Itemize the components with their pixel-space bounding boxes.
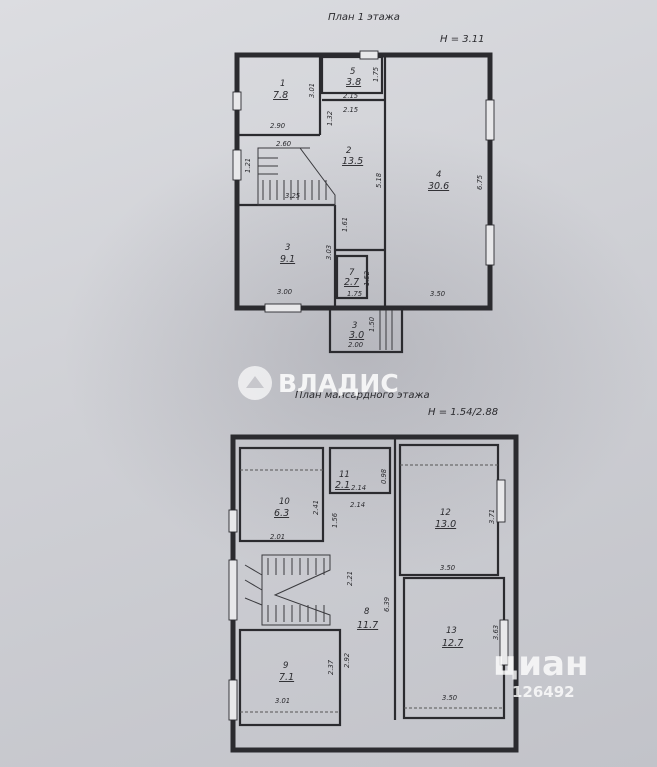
- plan2-room-13-area: 12.7: [442, 638, 463, 649]
- plan2-room-8-area: 11.7: [357, 620, 378, 631]
- plan-first-floor: План 1 этажа H = 3.11: [232, 12, 495, 354]
- plan1-room-3-num: 3: [285, 243, 290, 253]
- plan2-dim: 2.01: [270, 533, 285, 541]
- plan1-dim: 2.00: [348, 341, 363, 349]
- plan-attic-floor: План мансардного этажа H = 1.54/2.88: [228, 390, 519, 753]
- plan2-dim: 3.71: [488, 509, 496, 524]
- vladis-house-icon: [246, 376, 264, 388]
- plan2-room-12-num: 12: [440, 508, 451, 518]
- plan1-room-3-area: 9.1: [280, 254, 295, 265]
- plan1-title: План 1 этажа: [328, 12, 400, 23]
- plan1-dim: 1.21: [244, 158, 252, 173]
- plan2-room-9-num: 9: [283, 661, 288, 671]
- cian-watermark-text: циан: [493, 644, 588, 684]
- plan2-dim: 2.37: [327, 659, 335, 675]
- plan1-room-7-num: 7: [349, 268, 355, 278]
- plan2-dim: 6.39: [383, 597, 391, 612]
- plan2-stairs: [244, 554, 331, 626]
- plan2-dim: 2.41: [312, 500, 320, 515]
- plan2-title: План мансардного этажа: [295, 390, 430, 401]
- plan1-height: H = 3.11: [440, 34, 485, 45]
- plan1-porch-area: 3.0: [349, 330, 364, 341]
- plan2-room-9-area: 7.1: [279, 672, 294, 683]
- plan1-room-2-num: 2: [346, 146, 351, 156]
- plan2-room-8-num: 8: [364, 607, 370, 617]
- plan1-dim: 3.50: [430, 290, 445, 298]
- plan1-room-7-area: 2.7: [344, 277, 359, 288]
- plan1-dim: 1.52: [363, 271, 371, 286]
- plan2-dim: 2.14: [351, 484, 366, 492]
- cian-watermark-id: 126492: [512, 683, 575, 701]
- plan1-dim: 3.01: [308, 83, 316, 98]
- plan2-dim: 2.21: [346, 571, 354, 586]
- plan1-dim: 3.25: [285, 192, 300, 200]
- plan1-dim: 6.75: [476, 175, 484, 190]
- cian-watermark: циан 126492: [493, 644, 588, 701]
- plan2-room-13-num: 13: [446, 626, 457, 636]
- plan1-dim: 1.50: [368, 317, 376, 332]
- plan1-room-1-num: 1: [280, 79, 285, 89]
- plan1-room-1-area: 7.8: [273, 90, 288, 101]
- plan1-dim: 2.60: [276, 140, 291, 148]
- plan2-room-10-num: 10: [279, 497, 290, 507]
- plan1-porch-num: 3: [352, 321, 357, 331]
- plan1-stairs: [257, 147, 336, 206]
- plan1-dim: 2.15: [343, 106, 358, 114]
- plan2-dim: 0.98: [380, 468, 388, 484]
- plan1-dim: 2.90: [270, 122, 285, 130]
- plan2-dim: 2.14: [350, 501, 365, 509]
- plan2-room-11-num: 11: [339, 470, 350, 480]
- plan2-dim: 2.92: [343, 653, 351, 668]
- plan2-room-12-area: 13.0: [435, 519, 456, 530]
- plan1-dim: 2.15: [343, 92, 358, 100]
- photo-shadow: [60, 120, 657, 580]
- plan1-porch: [328, 306, 404, 354]
- plan2-dim: 3.50: [442, 694, 457, 702]
- plan2-dim: 3.63: [492, 625, 500, 640]
- plan2-room-10-area: 6.3: [274, 508, 289, 519]
- plan1-dim: 3.00: [277, 288, 292, 296]
- plan2-dim: 1.56: [331, 512, 339, 528]
- plan1-room-4-area: 30.6: [428, 181, 449, 192]
- plan1-dim: 1.32: [326, 111, 334, 126]
- plan2-room-11-area: 2.1: [335, 480, 350, 491]
- plan2-dim: 3.50: [440, 564, 455, 572]
- plan1-dim: 1.75: [372, 67, 380, 82]
- plan1-dim: 1.75: [347, 290, 362, 298]
- plan1-room-2-area: 13.5: [342, 156, 363, 167]
- plan1-room-5-num: 5: [350, 67, 355, 77]
- vladis-watermark: ВЛАДИС: [238, 366, 399, 400]
- plan1-dim: 1.61: [341, 217, 349, 232]
- plan1-room-4-num: 4: [436, 170, 441, 180]
- plan2-dim: 3.01: [275, 697, 290, 705]
- vladis-watermark-text: ВЛАДИС: [278, 369, 399, 398]
- plan1-room-5-area: 3.8: [346, 77, 361, 88]
- plan2-height: H = 1.54/2.88: [428, 407, 498, 418]
- plan1-dim: 5.18: [375, 172, 383, 188]
- plan1-dim: 3.03: [325, 245, 333, 260]
